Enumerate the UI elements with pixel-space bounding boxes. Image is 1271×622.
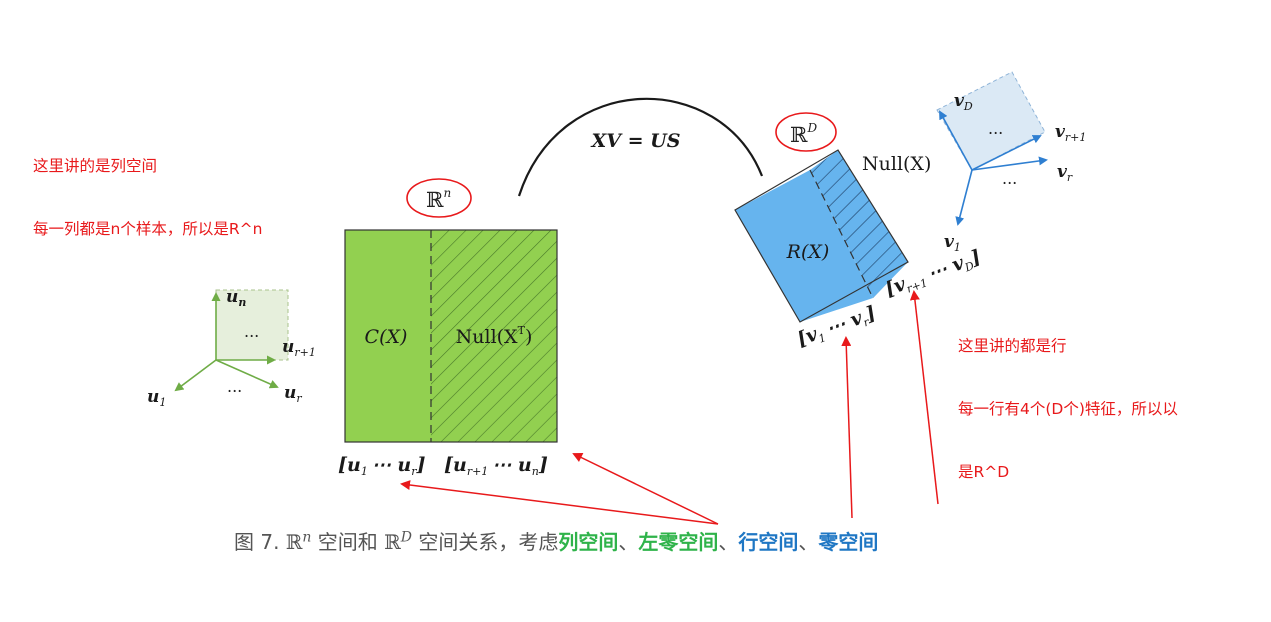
caption-sep1: 、 [618,530,639,554]
equation-label: XV = US [591,130,681,152]
label-un: un [226,287,246,309]
right-annotation-line3: 是R^D [958,463,1010,481]
caption-term-column-space: 列空间 [558,530,619,554]
axis-ur [215,359,279,389]
caption-term-null-space: 零空间 [818,530,879,554]
left-null-hatch [431,230,557,442]
row-space-block [735,170,873,322]
label-vD: vD [954,91,973,113]
left-annotation-line1: 这里讲的是列空间 [33,157,158,175]
arrow-to-u-first [400,480,719,525]
left-block-border [344,229,558,443]
caption-rn-sup: n [302,529,312,546]
u-bracket-first: [u1⋯ ur] [338,454,426,478]
axis-vr [971,156,1048,171]
mapping-arc [517,97,764,197]
axis-u1 [174,359,217,392]
rn-label: ℝn [426,186,451,212]
axis-vD [939,110,973,171]
caption-prefix: 图 7. [234,530,286,554]
arrow-to-v-first [841,336,853,519]
caption-sep2: 、 [718,530,739,554]
caption-rd: ℝ [384,530,401,554]
caption-mid1: 空间和 [311,530,385,554]
right-annotation: 这里讲的都是行 每一行有4个(D个)特征，所以以 是R^D [958,294,1178,504]
label-ur1: ur+1 [282,337,316,359]
column-space-label: C(X) [365,326,408,348]
label-ur: ur [284,383,302,405]
u-bracket-second: [ur+1⋯ un] [444,454,548,478]
left-annotation: 这里讲的是列空间 每一列都是n个样本，所以是R^n [33,114,262,261]
u-axes-plane [215,289,289,361]
dots-v-plane: ... [988,119,1003,138]
label-vr: vr [1057,162,1073,184]
arrow-to-u-second [572,453,719,525]
label-v1: v1 [944,232,961,254]
axis-v1 [955,169,973,226]
figure-caption: 图 7. ℝn 空间和 ℝD 空间关系，考虑列空间、左零空间、行空间、零空间 [234,526,878,555]
v-axes-plane [936,71,1046,171]
label-vr1: vr+1 [1055,122,1086,144]
null-space-hatch [810,150,908,298]
left-null-label: Null(XT) [456,324,533,348]
left-annotation-line2: 每一列都是n个样本，所以是R^n [33,220,263,238]
dots-u-plane: ... [244,322,259,341]
dots-v-lower: ... [1002,169,1017,188]
null-space-label: Null(X) [862,153,931,175]
caption-rn: ℝ [285,530,303,554]
caption-term-row-space: 行空间 [738,530,799,554]
caption-rd-sup: D [400,529,413,546]
right-block-divider [809,169,874,299]
dots-u-lower: ... [227,377,242,396]
right-annotation-line1: 这里讲的都是行 [958,337,1067,355]
column-space-block [345,230,431,442]
axis-vr1 [971,135,1042,171]
right-block-border [734,149,909,323]
label-u1: u1 [147,387,166,409]
right-annotation-line2: 每一行有4个(D个)特征，所以以 [958,400,1178,418]
caption-term-left-null: 左零空间 [638,530,719,554]
rd-circle [775,112,837,152]
arrow-to-v-second [909,290,939,505]
caption-mid2: 空间关系，考虑 [412,530,559,554]
row-space-label: R(X) [786,241,830,263]
rd-label: ℝD [790,121,817,147]
rn-circle [406,178,472,218]
caption-sep3: 、 [798,530,819,554]
